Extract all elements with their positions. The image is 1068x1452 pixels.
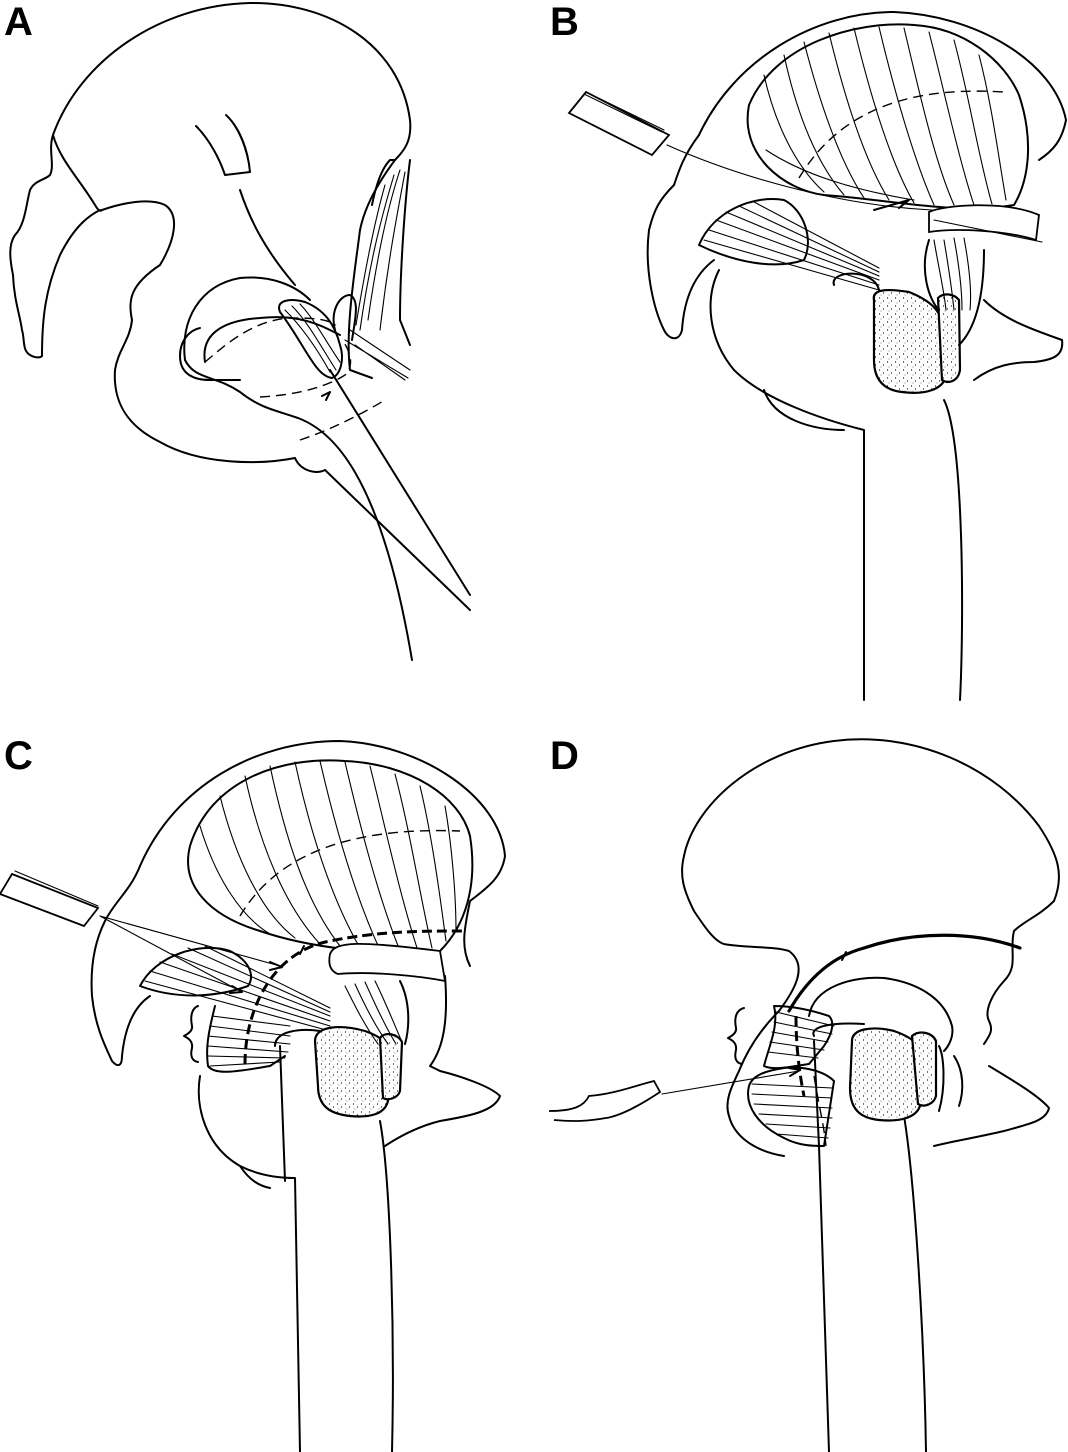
panel-label-c: C <box>4 734 33 778</box>
illustration-hip-lateral-b <box>567 11 1067 701</box>
panel-label-d: D <box>550 734 579 778</box>
panel-c: C <box>0 726 534 1452</box>
panel-label-b: B <box>550 0 579 44</box>
panel-label-a: A <box>4 0 33 44</box>
panel-a: A <box>0 0 534 726</box>
illustration-hip-lateral-a <box>9 1 471 661</box>
panel-d: D <box>534 726 1068 1452</box>
illustration-hip-lateral-d <box>548 738 1060 1452</box>
panel-b: B <box>534 0 1068 726</box>
illustration-hip-lateral-c <box>0 740 506 1452</box>
